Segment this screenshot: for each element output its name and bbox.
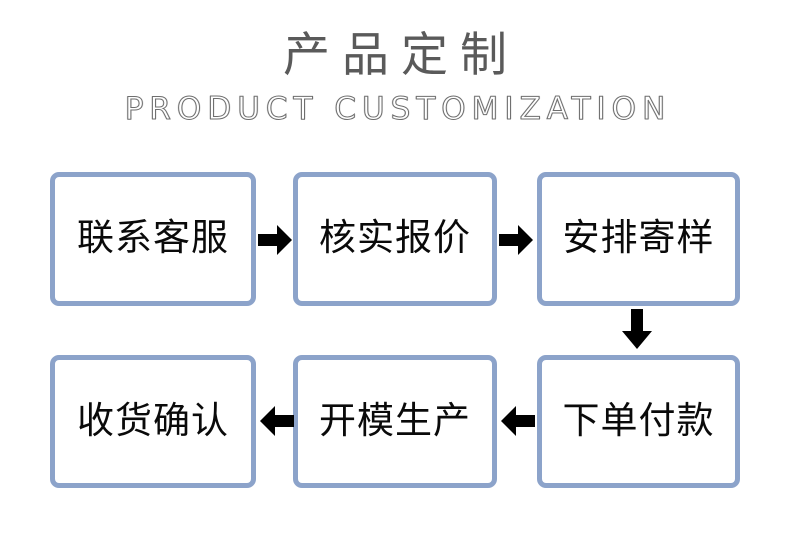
flow-step-label: 联系客服 <box>77 218 229 259</box>
flow-step-label: 安排寄样 <box>562 218 715 259</box>
flow-step-place-order-payment[interactable]: 下单付款 <box>537 355 740 488</box>
flow-step-verify-quote[interactable]: 核实报价 <box>293 172 497 306</box>
arrow-left-icon <box>499 403 535 439</box>
page-subtitle: PRODUCT CUSTOMIZATION <box>124 91 672 128</box>
arrow-left-icon <box>256 403 294 439</box>
arrow-right-icon <box>499 222 533 258</box>
flow-step-contact-service[interactable]: 联系客服 <box>50 172 256 306</box>
flow-step-confirm-receipt[interactable]: 收货确认 <box>50 355 256 488</box>
flow-step-label: 开模生产 <box>319 400 471 442</box>
header: 产品定制 PRODUCT CUSTOMIZATION <box>0 28 790 128</box>
flow-step-label: 收货确认 <box>77 400 229 442</box>
arrow-down-icon <box>619 309 655 349</box>
flow-step-arrange-sample[interactable]: 安排寄样 <box>537 172 740 306</box>
arrow-right-icon <box>258 222 292 258</box>
flow-step-mold-production[interactable]: 开模生产 <box>293 355 497 488</box>
flow-step-label: 核实报价 <box>319 218 471 259</box>
flow-step-label: 下单付款 <box>562 400 715 442</box>
page-title: 产品定制 <box>283 30 519 82</box>
